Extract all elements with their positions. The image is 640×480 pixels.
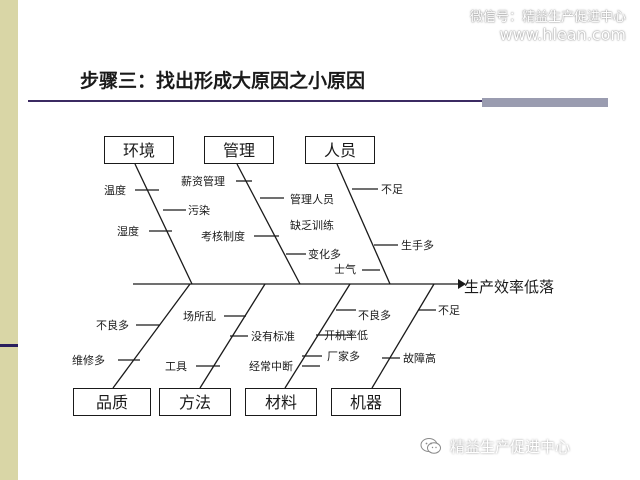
cause-lack-training: 缺乏训练: [290, 219, 334, 232]
category-material: 材料: [245, 388, 317, 416]
cause-manager: 管理人员: [290, 193, 334, 206]
bone-management: [236, 163, 301, 285]
cause-many-novices: 生手多: [401, 239, 434, 252]
title-accent-bar: [482, 98, 608, 107]
spine-arrowhead: [458, 279, 466, 289]
bottom-watermark: 精益生产促进中心: [450, 438, 571, 456]
cause-appraisal-system: 考核制度: [201, 230, 245, 243]
cause-frequent-interruption: 经常中断: [249, 360, 293, 373]
cause-morale: 士气: [334, 263, 356, 276]
cause-temperature: 温度: [104, 184, 126, 197]
watermark-wechat-id: 微信号：精益生产促进中心: [469, 10, 626, 25]
cause-staff-shortage: 不足: [381, 183, 403, 196]
category-method: 方法: [159, 388, 231, 416]
cause-messy-site: 场所乱: [183, 310, 216, 323]
category-quality: 品质: [73, 388, 151, 416]
cause-frequent-change: 变化多: [308, 248, 341, 261]
sidebar-mark: [0, 344, 18, 347]
cause-many-vendors: 厂家多: [327, 350, 360, 363]
slide-title: 步骤三：找出形成大原因之小原因: [80, 70, 366, 92]
cause-salary-management: 薪资管理: [181, 175, 225, 188]
category-management: 管理: [204, 136, 274, 164]
bone-material: [284, 283, 351, 389]
category-environment: 环境: [104, 136, 174, 164]
cause-many-repairs: 维修多: [72, 354, 105, 367]
bone-machine: [371, 283, 435, 389]
cause-low-uptime: 开机率低: [324, 329, 368, 342]
cause-quality-defects: 不良多: [96, 319, 129, 332]
cause-machine-shortage: 不足: [438, 304, 460, 317]
cause-humidity: 湿度: [117, 225, 139, 238]
cause-high-failure: 故障高: [403, 352, 436, 365]
wechat-icon: [420, 438, 441, 454]
cause-pollution: 污染: [188, 204, 210, 217]
cause-material-defects: 不良多: [358, 309, 391, 322]
left-sidebar: [0, 0, 18, 480]
title-rule: [28, 100, 608, 102]
bone-quality: [112, 283, 191, 389]
category-personnel: 人员: [305, 136, 375, 164]
cause-tools: 工具: [165, 360, 187, 373]
effect-label: 生产效率低落: [464, 278, 555, 296]
cause-no-standard: 没有标准: [251, 330, 295, 343]
category-machine: 机器: [331, 388, 401, 416]
bone-environment: [134, 163, 193, 285]
top-watermark: 微信号：精益生产促进中心 www.hlean.com: [470, 6, 626, 44]
bone-personnel: [336, 163, 391, 285]
watermark-website: www.hlean.com: [499, 25, 626, 44]
